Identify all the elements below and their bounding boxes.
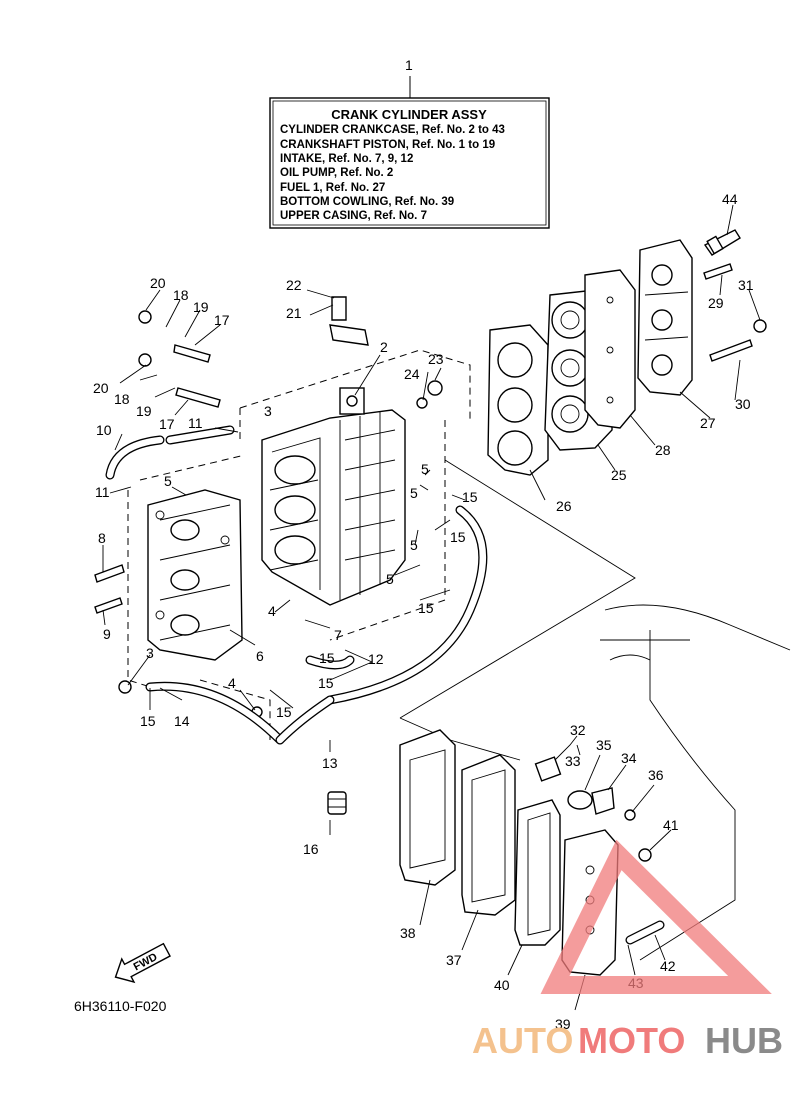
drawing-code: 6H36110-F020 — [74, 998, 167, 1014]
callout-26: 26 — [556, 498, 572, 514]
callout-4: 4 — [268, 603, 276, 619]
callout-11: 11 — [188, 415, 203, 431]
callout-17: 17 — [214, 312, 230, 328]
callout-33: 33 — [565, 753, 581, 769]
hose-42 — [625, 920, 665, 945]
callout-4: 4 — [228, 675, 236, 691]
legend-line: CYLINDER CRANKCASE, Ref. No. 2 to 43 — [280, 124, 505, 136]
callout-18: 18 — [173, 287, 189, 303]
callout-24: 24 — [404, 366, 420, 382]
callout-37: 37 — [446, 952, 462, 968]
callout-36: 36 — [648, 767, 664, 783]
legend-ref-number: 1 — [405, 57, 413, 73]
callout-44: 44 — [722, 191, 738, 207]
callout-12: 12 — [368, 651, 384, 667]
callout-40: 40 — [494, 977, 510, 993]
cowling-sketch — [600, 604, 791, 961]
callout-15: 15 — [140, 713, 156, 729]
callout-8: 8 — [98, 530, 106, 546]
callout-41: 41 — [663, 817, 679, 833]
legend-line: INTAKE, Ref. No. 7, 9, 12 — [280, 153, 413, 165]
callout-5: 5 — [164, 473, 172, 489]
watermark-logo: AUTO MOTO HUB — [472, 839, 783, 1061]
callout-20: 20 — [150, 275, 166, 291]
callout-13: 13 — [322, 755, 338, 771]
watermark-auto: AUTO — [472, 1020, 573, 1061]
callout-17: 17 — [159, 416, 175, 432]
callout-22: 22 — [286, 277, 302, 293]
callout-5: 5 — [410, 537, 418, 553]
callout-9: 9 — [103, 626, 111, 642]
callout-38: 38 — [400, 925, 416, 941]
callouts: 2 3 3 4 4 5 5 5 5 5 6 7 8 9 10 11 11 12 … — [93, 191, 754, 1032]
legend-line: OIL PUMP, Ref. No. 2 — [280, 167, 393, 179]
callout-3: 3 — [264, 403, 272, 419]
callout-10: 10 — [96, 422, 112, 438]
callout-18: 18 — [114, 391, 130, 407]
crankcase — [261, 387, 406, 606]
callout-15: 15 — [462, 489, 478, 505]
legend-line: FUEL 1, Ref. No. 27 — [280, 182, 385, 194]
callout-34: 34 — [621, 750, 637, 766]
callout-7: 7 — [334, 627, 342, 643]
bolts — [94, 263, 767, 718]
callout-5: 5 — [421, 461, 429, 477]
callout-19: 19 — [193, 299, 209, 315]
callout-27: 27 — [700, 415, 716, 431]
callout-29: 29 — [708, 295, 724, 311]
callout-15: 15 — [319, 650, 335, 666]
hoses — [105, 425, 488, 745]
callout-42: 42 — [660, 958, 676, 974]
intake-block — [147, 489, 243, 661]
callout-15: 15 — [276, 704, 292, 720]
fwd-label: FWD — [132, 951, 160, 973]
cylinder-head-gasket — [487, 324, 549, 476]
callout-2: 2 — [380, 339, 388, 355]
callout-23: 23 — [428, 351, 444, 367]
callout-32: 32 — [570, 722, 586, 738]
callout-14: 14 — [174, 713, 190, 729]
watermark-hub: HUB — [705, 1020, 783, 1061]
callout-28: 28 — [655, 442, 671, 458]
watermark-moto: MOTO — [578, 1020, 685, 1061]
spark-plug — [703, 229, 741, 256]
bracket-21 — [329, 324, 369, 346]
legend-title: CRANK CYLINDER ASSY — [331, 107, 487, 122]
callout-21: 21 — [286, 305, 302, 321]
legend-line: BOTTOM COWLING, Ref. No. 39 — [280, 196, 454, 208]
fwd-arrow: FWD — [114, 942, 171, 984]
callout-35: 35 — [596, 737, 612, 753]
thermostat-parts — [534, 756, 652, 862]
callout-5: 5 — [386, 571, 394, 587]
callout-6: 6 — [256, 648, 264, 664]
clip-16 — [327, 791, 347, 815]
callout-11: 11 — [95, 484, 110, 500]
head-cover-gasket — [584, 269, 636, 429]
callout-15: 15 — [318, 675, 334, 691]
legend-line: UPPER CASING, Ref. No. 7 — [280, 210, 427, 222]
callout-31: 31 — [738, 277, 754, 293]
legend-box: 1 CRANK CYLINDER ASSY CYLINDER CRANKCASE… — [269, 57, 550, 229]
callout-15: 15 — [418, 600, 434, 616]
legend-line: CRANKSHAFT PISTON, Ref. No. 1 to 19 — [280, 139, 495, 151]
callout-5: 5 — [410, 485, 418, 501]
callout-30: 30 — [735, 396, 751, 412]
callout-3: 3 — [146, 645, 154, 661]
head-cover — [637, 239, 693, 396]
callout-15: 15 — [450, 529, 466, 545]
callout-19: 19 — [136, 403, 152, 419]
leader-lines — [102, 204, 761, 1011]
callout-25: 25 — [611, 467, 627, 483]
callout-39: 39 — [555, 1016, 571, 1032]
callout-16: 16 — [303, 841, 319, 857]
exhaust-plates — [399, 729, 561, 946]
callout-20: 20 — [93, 380, 109, 396]
